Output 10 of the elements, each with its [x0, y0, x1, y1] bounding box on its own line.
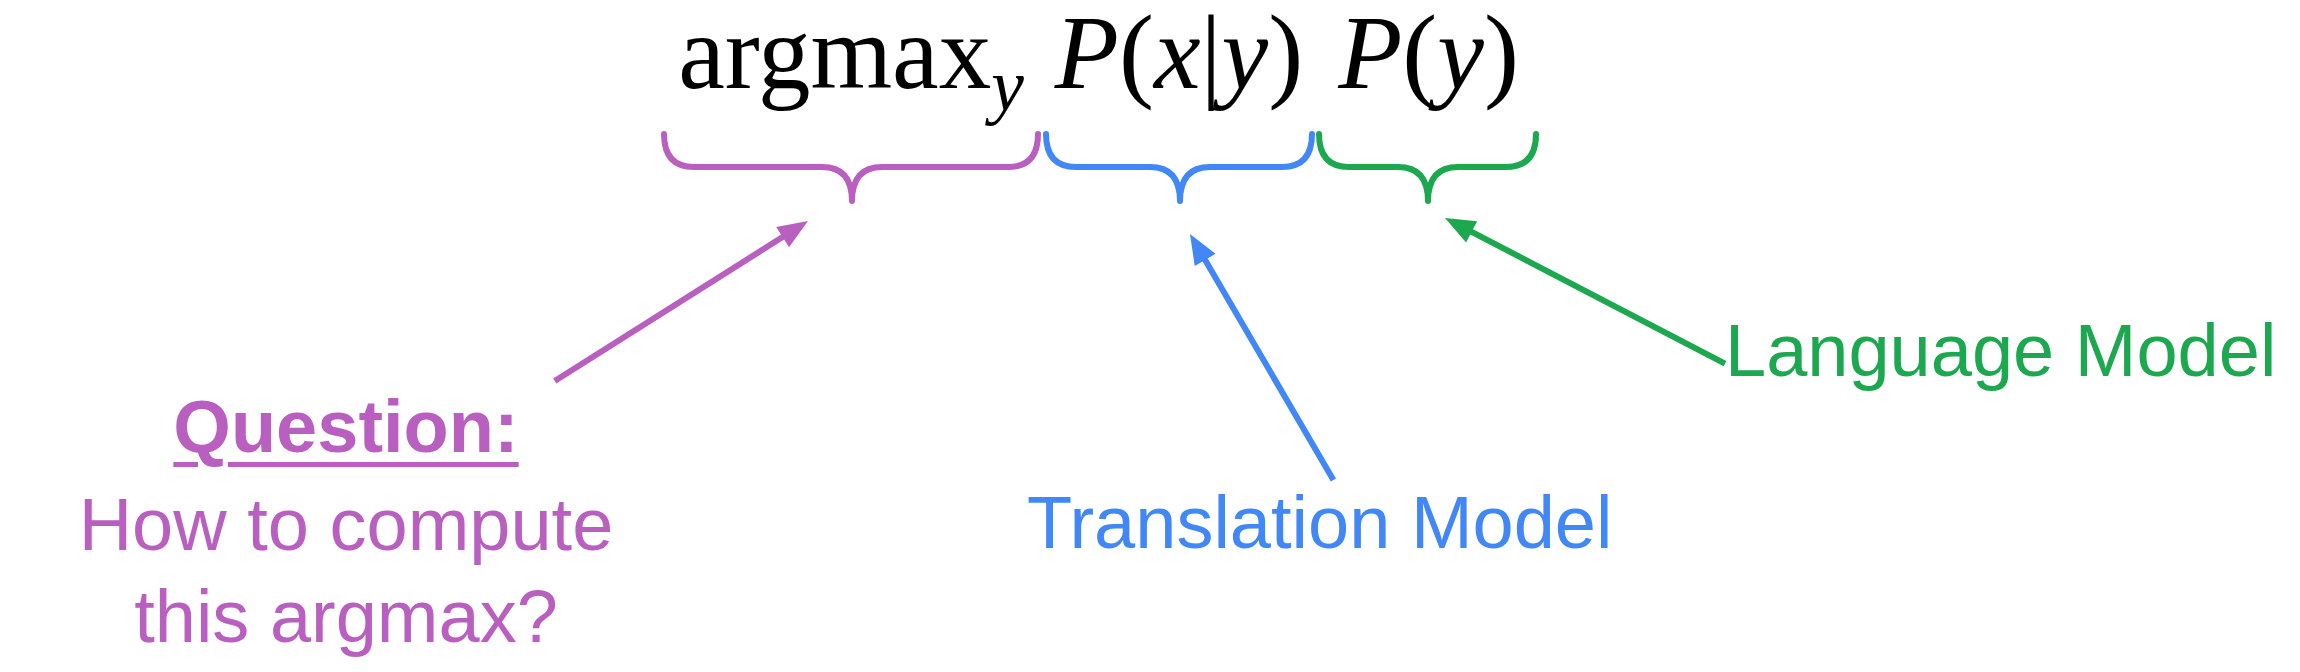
question-text: How to compute this argmax?: [77, 482, 615, 660]
model-label: Translation Model: [1027, 480, 1613, 565]
question-heading: Question:: [173, 384, 519, 470]
arrow: [553, 218, 810, 384]
formula-term: P(x|y): [1054, 3, 1304, 113]
formula-term: argmax$_{y}$: [678, 3, 1024, 129]
arrow: [1443, 215, 1727, 367]
formula-term: P(y): [1338, 3, 1519, 113]
arrow: [1187, 232, 1336, 482]
model-label: Language Model: [1725, 308, 2277, 393]
